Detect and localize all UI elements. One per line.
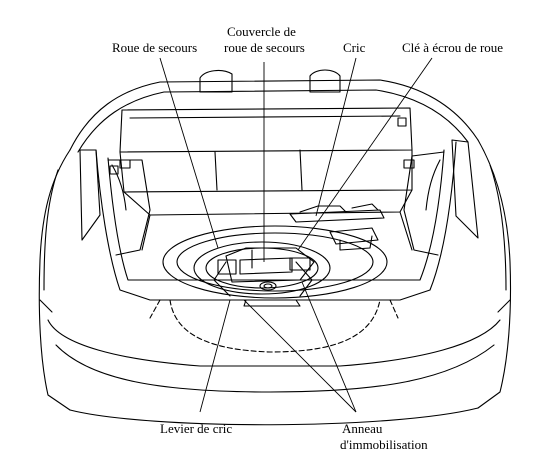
label-tie-down-line2: d'immobilisation bbox=[340, 437, 428, 452]
spare-well-outer bbox=[162, 225, 388, 299]
roof-outline bbox=[69, 79, 479, 151]
spare-wheel bbox=[193, 241, 331, 295]
tail-light-left bbox=[79, 149, 101, 241]
label-spare-wheel: Roue de secours bbox=[112, 40, 198, 55]
headrest-left bbox=[199, 69, 233, 93]
spare-cover bbox=[225, 247, 315, 283]
floor-dashed bbox=[169, 299, 381, 353]
tail-light-right bbox=[451, 139, 479, 239]
leader-tie-down-2 bbox=[301, 281, 357, 413]
label-wheel-nut-wrench: Clé à écrou de roue bbox=[402, 40, 504, 55]
leader-spare-wheel bbox=[159, 57, 219, 249]
label-spare-cover-line2: roue de secours bbox=[224, 40, 305, 55]
seatback bbox=[119, 107, 413, 153]
leader-jack-lever bbox=[199, 299, 231, 413]
headrest-right bbox=[309, 69, 341, 93]
jack bbox=[289, 209, 385, 223]
leader-tie-down-1 bbox=[243, 299, 357, 413]
label-spare-cover-line1: Couvercle de bbox=[227, 24, 296, 39]
label-jack: Cric bbox=[343, 40, 366, 55]
label-jack-lever: Levier de cric bbox=[160, 421, 233, 436]
label-tie-down-line1: Anneau bbox=[342, 421, 383, 436]
trunk-opening bbox=[95, 141, 457, 301]
rear-bumper bbox=[47, 319, 501, 367]
body-right bbox=[477, 139, 512, 409]
leader-wheel-nut-wrench bbox=[297, 57, 433, 251]
leader-jack bbox=[315, 57, 357, 217]
wheel-hub bbox=[259, 281, 277, 291]
